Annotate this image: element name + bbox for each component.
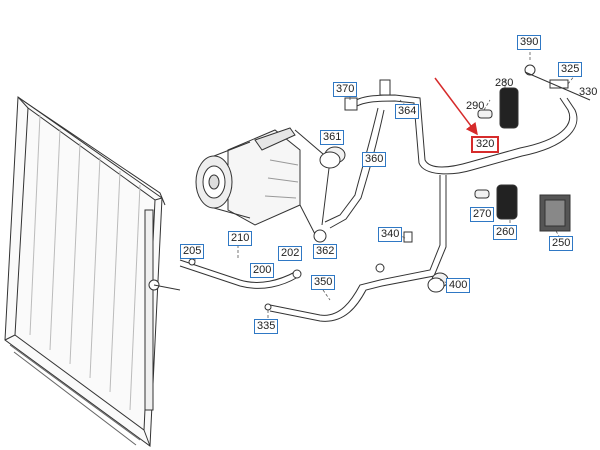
part-label-280[interactable]: 280: [495, 77, 514, 89]
part-label-320-highlighted[interactable]: 320: [471, 136, 500, 153]
part-label-364[interactable]: 364: [395, 104, 420, 119]
part-label-250[interactable]: 250: [549, 236, 574, 251]
part-label-290[interactable]: 290: [466, 100, 485, 112]
part-label-361[interactable]: 361: [320, 130, 345, 145]
condenser: [4, 96, 181, 447]
part-label-210[interactable]: 210: [228, 231, 253, 246]
part-label-340[interactable]: 340: [378, 227, 403, 242]
part-label-350[interactable]: 350: [311, 275, 336, 290]
suction-line: [324, 79, 578, 229]
highlight-arrow: [434, 77, 478, 136]
compressor: [195, 127, 301, 226]
part-label-260[interactable]: 260: [493, 225, 518, 240]
part-label-360[interactable]: 360: [362, 152, 387, 167]
pressure-line: [179, 175, 447, 322]
part-label-370[interactable]: 370: [333, 82, 358, 97]
part-label-400[interactable]: 400: [446, 278, 471, 293]
part-label-205[interactable]: 205: [180, 244, 205, 259]
part-label-330[interactable]: 330: [579, 86, 598, 98]
part-label-270[interactable]: 270: [470, 207, 495, 222]
part-label-390[interactable]: 390: [517, 35, 542, 50]
part-label-362[interactable]: 362: [313, 244, 338, 259]
part-label-202[interactable]: 202: [278, 246, 303, 261]
part-label-335[interactable]: 335: [254, 319, 279, 334]
part-label-325[interactable]: 325: [558, 62, 583, 77]
part-label-200[interactable]: 200: [250, 263, 275, 278]
